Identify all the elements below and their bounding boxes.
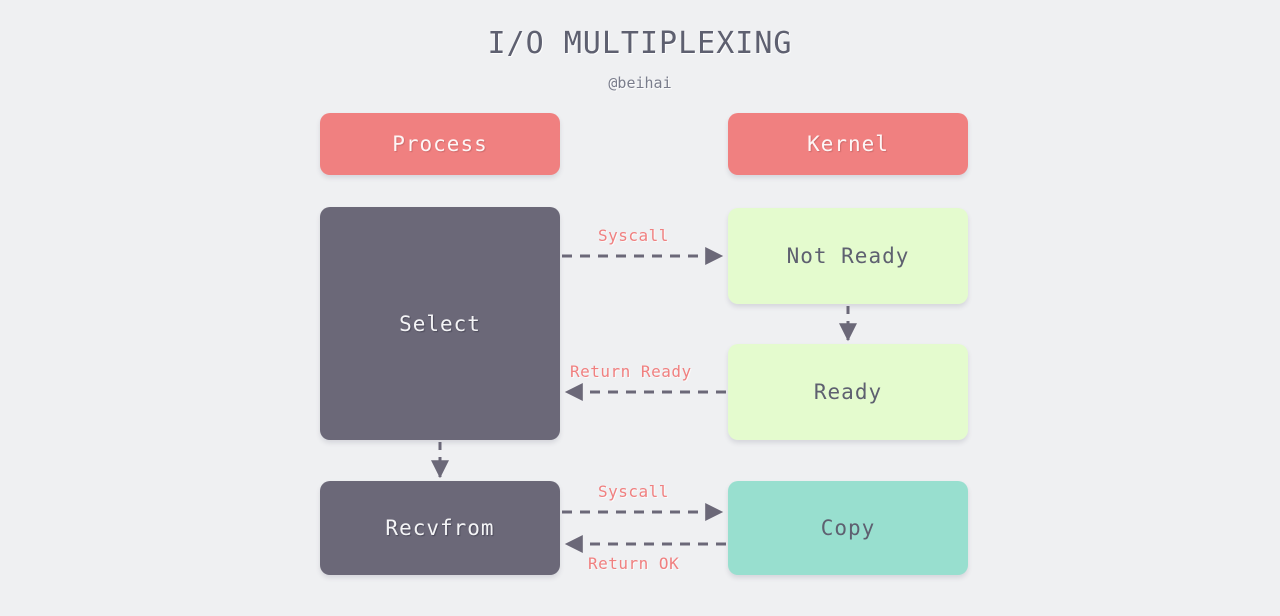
node-kernel-label: Kernel <box>807 132 889 156</box>
node-kernel[interactable]: Kernel <box>728 113 968 175</box>
node-select[interactable]: Select <box>320 207 560 440</box>
node-ready[interactable]: Ready <box>728 344 968 440</box>
page-subtitle: @beihai <box>608 74 672 92</box>
edge-label-return-ready: Return Ready <box>570 362 692 381</box>
node-recvfrom[interactable]: Recvfrom <box>320 481 560 575</box>
page-title: I/O MULTIPLEXING <box>487 26 793 61</box>
edge-label-syscall-recvfrom: Syscall <box>598 482 669 501</box>
node-process[interactable]: Process <box>320 113 560 175</box>
node-process-label: Process <box>392 132 488 156</box>
node-ready-label: Ready <box>813 380 883 404</box>
node-not-ready[interactable]: Not Ready <box>728 208 968 304</box>
node-recvfrom-label: Recvfrom <box>385 516 495 540</box>
edge-label-return-ok: Return OK <box>588 554 680 573</box>
node-copy[interactable]: Copy <box>728 481 968 575</box>
node-select-label: Select <box>399 311 481 336</box>
edge-label-syscall-select: Syscall <box>598 226 669 245</box>
node-not-ready-label: Not Ready <box>786 244 910 268</box>
node-copy-label: Copy <box>820 516 876 540</box>
